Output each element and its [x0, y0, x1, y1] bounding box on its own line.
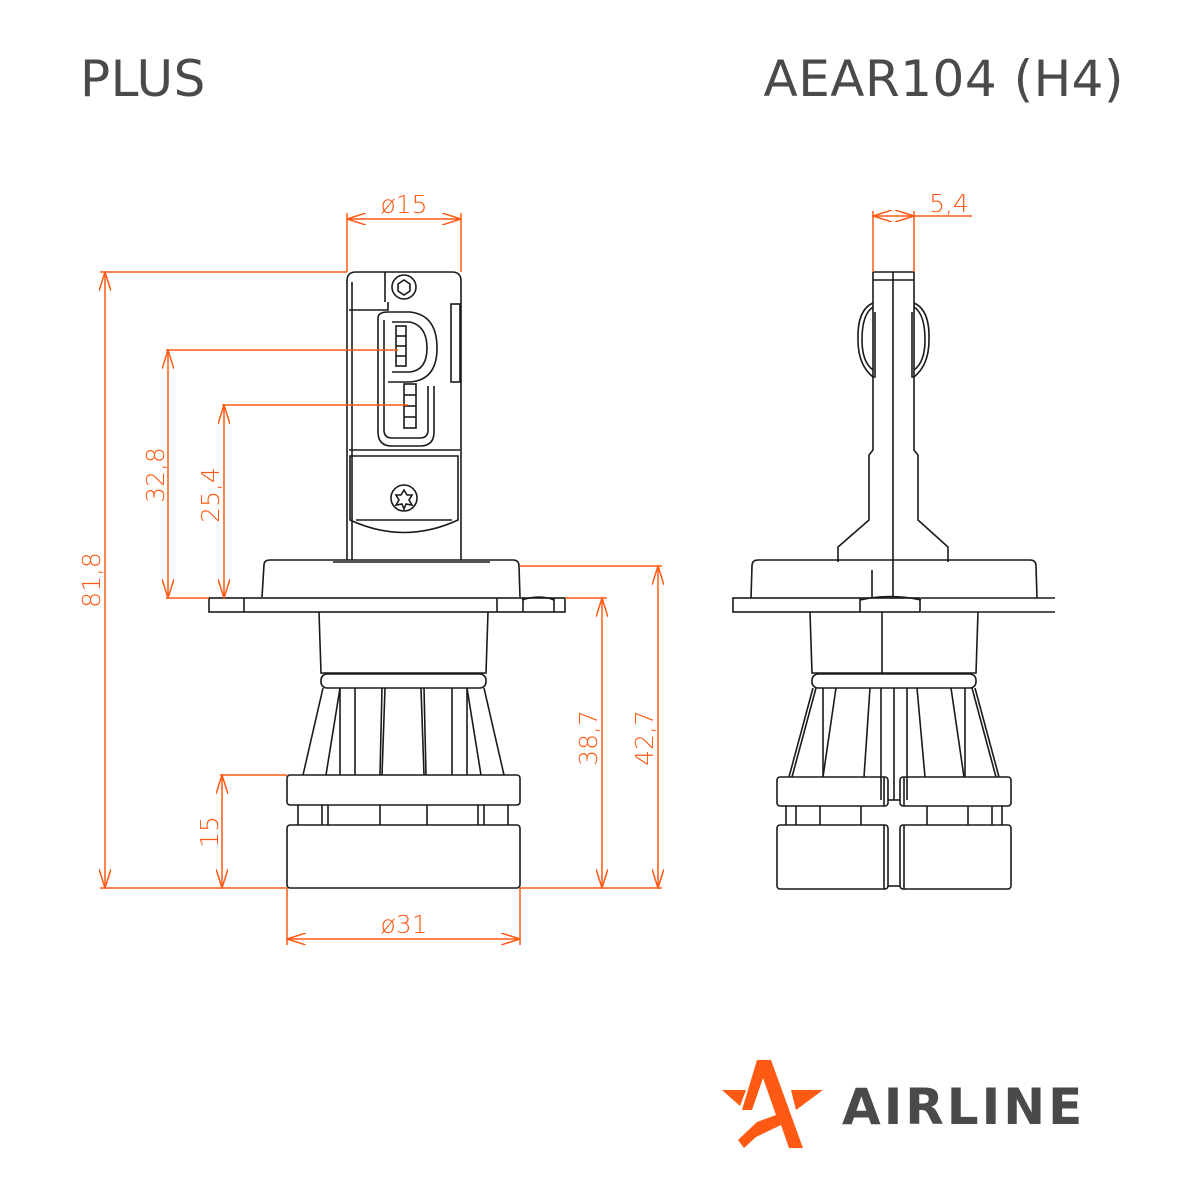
side-view-bulb [732, 271, 1055, 890]
dim-base-diameter: ø31 [380, 910, 427, 939]
star-a-logo-icon [722, 1060, 823, 1148]
model-label: AEAR104 (H4) [763, 50, 1124, 108]
series-label: PLUS [80, 50, 206, 108]
front-view-bulb [208, 271, 566, 889]
dim-upper-led-height: 32,8 [141, 447, 170, 503]
brand-name: AIRLINE [842, 1078, 1086, 1136]
dim-base-height: 15 [195, 816, 224, 848]
dim-body-to-collar: 42,7 [630, 710, 659, 766]
dim-body-to-flange: 38,7 [574, 710, 603, 766]
side-dimensions [873, 211, 972, 272]
dim-head-thickness: 5,4 [929, 189, 969, 218]
dim-head-diameter: ø15 [380, 190, 427, 219]
dim-lower-led-height: 25,4 [196, 467, 225, 523]
front-dimensions [100, 213, 662, 945]
dim-total-length: 81,8 [77, 552, 106, 608]
